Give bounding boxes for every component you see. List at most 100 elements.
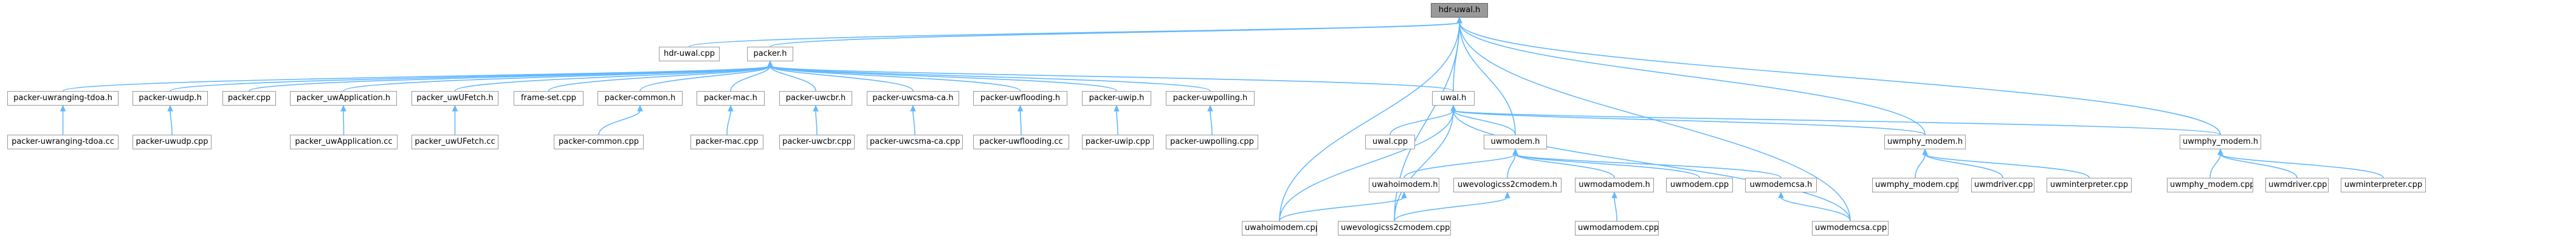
node-packer-uwufetch-cc[interactable]: packer_uwUFetch.cc <box>412 135 498 149</box>
edge-packer-h-to-packer-uwpolling-h <box>770 66 1211 92</box>
edge-uwmphy-modem-h-2-to-uwminterpreter-cpp-2 <box>2220 154 2384 178</box>
edge-arrowhead <box>1017 104 1024 112</box>
node-packer-uwapplication-h[interactable]: packer_uwApplication.h <box>290 91 397 106</box>
edge-uwmodamodem-h-to-uwmodamodem-cpp <box>1614 197 1617 222</box>
edge-hdr-uwal-h-to-packer-h <box>770 22 1460 47</box>
edge-uwmphy-modem-h-2-to-uwmphy-modem-cpp-2 <box>2209 154 2221 178</box>
edge-uwmodemcsa-h-to-uwmodemcsa-cpp <box>1780 197 1851 222</box>
node-frame-set-cpp[interactable]: frame-set.cpp <box>514 91 584 106</box>
node-packer-uwflooding-h[interactable]: packer-uwflooding.h <box>973 91 1067 106</box>
edge-arrowhead <box>1512 148 1518 155</box>
node-uwevologicss2cmodem-cpp[interactable]: uwevologicss2cmodem.cpp <box>1338 221 1451 235</box>
node-packer-uwpolling-h[interactable]: packer-uwpolling.h <box>1166 91 1255 106</box>
edge-packer-uwudp-h-to-packer-uwudp-cpp <box>170 110 173 135</box>
node-uwmphy-modem-cpp-1[interactable]: uwmphy_modem.cpp <box>1872 178 1958 192</box>
edge-uwal-h-to-uwmphy-modem-h-1 <box>1453 110 1926 135</box>
edge-packer-h-to-packer-uwapplication-h <box>343 66 771 92</box>
node-packer-uwflooding-cc[interactable]: packer-uwflooding.cc <box>973 135 1069 149</box>
edge-packer-common-h-to-packer-common-cpp <box>598 110 641 135</box>
node-hdr-uwal-cpp[interactable]: hdr-uwal.cpp <box>659 47 720 61</box>
edge-packer-h-to-packer-uwudp-h <box>170 66 771 92</box>
node-packer-uwranging-tdoa-cc[interactable]: packer-uwranging-tdoa.cc <box>7 135 119 149</box>
edge-arrowhead <box>1611 191 1617 198</box>
edge-arrowhead <box>1114 104 1120 112</box>
node-packer-common-h[interactable]: packer-common.h <box>598 91 683 106</box>
edge-arrowhead <box>1922 148 1928 155</box>
edge-hdr-uwal-h-to-uwmphy-modem-h-2 <box>1459 22 2221 135</box>
edge-packer-mac-h-to-packer-mac-cpp <box>726 110 731 135</box>
edge-arrowhead <box>767 60 773 67</box>
edge-packer-h-to-packer-uwflooding-h <box>770 66 1021 92</box>
node-uwmodamodem-cpp[interactable]: uwmodamodem.cpp <box>1575 221 1659 235</box>
edge-arrowhead <box>1456 16 1462 24</box>
edge-uwmodem-h-to-uwmodamodem-h <box>1515 154 1615 178</box>
node-packer-uwpolling-cpp[interactable]: packer-uwpolling.cpp <box>1166 135 1258 149</box>
node-packer-uwip-h[interactable]: packer-uwip.h <box>1082 91 1151 106</box>
edge-uwal-h-to-uwmodemcsa-cpp <box>1453 110 1851 222</box>
edge-packer-h-to-packer-uwranging-tdoa-h <box>62 66 771 92</box>
node-packer-uwcbr-h[interactable]: packer-uwcbr.h <box>779 91 852 106</box>
edge-arrowhead <box>60 104 66 112</box>
node-packer-mac-cpp[interactable]: packer-mac.cpp <box>690 135 763 149</box>
edge-arrowhead <box>813 104 819 112</box>
node-uwmphy-modem-h-1[interactable]: uwmphy_modem.h <box>1884 135 1966 149</box>
edge-packer-uwip-h-to-packer-uwip-cpp <box>1116 110 1118 135</box>
node-uwmodemcsa-cpp[interactable]: uwmodemcsa.cpp <box>1812 221 1889 235</box>
edge-uwmphy-modem-h-2-to-uwmdriver-cpp-2 <box>2220 154 2298 178</box>
edge-packer-h-to-packer-uwcbr-h <box>770 66 816 92</box>
node-packer-uwcsma-ca-cpp[interactable]: packer-uwcsma-ca.cpp <box>867 135 963 149</box>
node-uwmdriver-cpp-2[interactable]: uwmdriver.cpp <box>2265 178 2329 192</box>
node-uwevologicss2cmodem-h[interactable]: uwevologicss2cmodem.h <box>1453 178 1562 192</box>
edge-packer-h-to-packer-uwufetch-h <box>454 66 771 92</box>
node-packer-uwudp-cpp[interactable]: packer-uwudp.cpp <box>133 135 212 149</box>
edge-packer-h-to-packer-uwcsma-ca-h <box>770 66 914 92</box>
edge-arrowhead <box>728 104 734 112</box>
node-packer-uwudp-h[interactable]: packer-uwudp.h <box>133 91 208 106</box>
node-uwmphy-modem-h-2[interactable]: uwmphy_modem.h <box>2180 135 2261 149</box>
node-uwal-cpp[interactable]: uwal.cpp <box>1365 135 1415 149</box>
edge-packer-h-to-packer-common-h <box>639 66 771 92</box>
node-packer-h[interactable]: packer.h <box>747 47 793 61</box>
edge-packer-uwapplication-h-to-packer-uwapplication-cc <box>343 110 345 135</box>
node-packer-uwapplication-cc[interactable]: packer_uwApplication.cc <box>290 135 398 149</box>
node-packer-uwranging-tdoa-h[interactable]: packer-uwranging-tdoa.h <box>7 91 119 106</box>
node-uwminterpreter-cpp-1[interactable]: uwminterpreter.cpp <box>2047 178 2132 192</box>
node-packer-uwcbr-cpp[interactable]: packer-uwcbr.cpp <box>779 135 855 149</box>
edge-packer-h-to-frame-set-cpp <box>548 66 771 92</box>
edge-arrowhead <box>1778 191 1784 198</box>
node-packer-uwip-cpp[interactable]: packer-uwip.cpp <box>1082 135 1154 149</box>
node-uwmodem-h[interactable]: uwmodem.h <box>1484 135 1547 149</box>
node-uwmodemcsa-h[interactable]: uwmodemcsa.h <box>1745 178 1817 192</box>
node-uwminterpreter-cpp-2[interactable]: uwminterpreter.cpp <box>2341 178 2426 192</box>
node-uwal-h[interactable]: uwal.h <box>1432 91 1475 106</box>
node-uwmodamodem-h[interactable]: uwmodamodem.h <box>1575 178 1654 192</box>
edge-uwal-h-to-uwevologicss2cmodem-cpp <box>1394 110 1454 222</box>
edge-uwal-h-to-uwmphy-modem-h-2 <box>1453 110 2221 135</box>
node-hdr-uwal-h: hdr-uwal.h <box>1431 3 1488 18</box>
edge-packer-uwpolling-h-to-packer-uwpolling-cpp <box>1210 110 1213 135</box>
edge-packer-h-to-packer-mac-h <box>730 66 771 92</box>
edge-uwal-h-to-uwal-cpp <box>1390 110 1454 135</box>
node-uwahoimodem-h[interactable]: uwahoimodem.h <box>1369 178 1439 192</box>
edge-uwmphy-modem-h-1-to-uwminterpreter-cpp-1 <box>1924 154 2090 178</box>
node-packer-common-cpp[interactable]: packer-common.cpp <box>554 135 644 149</box>
edge-uwahoimodem-h-to-uwahoimodem-cpp <box>1279 197 1405 222</box>
edge-arrowhead <box>910 104 916 112</box>
node-uwmodem-cpp[interactable]: uwmodem.cpp <box>1666 178 1733 192</box>
node-packer-mac-h[interactable]: packer-mac.h <box>697 91 765 106</box>
node-uwmphy-modem-cpp-2[interactable]: uwmphy_modem.cpp <box>2167 178 2253 192</box>
edge-packer-uwcbr-h-to-packer-uwcbr-cpp <box>815 110 818 135</box>
node-uwahoimodem-cpp[interactable]: uwahoimodem.cpp <box>1242 221 1317 235</box>
edge-arrowhead <box>167 104 173 112</box>
edge-uwmodem-h-to-uwmodemcsa-h <box>1515 154 1782 178</box>
edge-arrowhead <box>2217 148 2223 155</box>
edge-arrowhead <box>340 104 346 112</box>
node-packer-cpp[interactable]: packer.cpp <box>222 91 276 106</box>
edge-hdr-uwal-h-to-uwmodem-h <box>1459 22 1516 135</box>
node-packer-uwufetch-h[interactable]: packer_uwUFetch.h <box>412 91 498 106</box>
node-packer-uwcsma-ca-h[interactable]: packer-uwcsma-ca.h <box>867 91 959 106</box>
node-uwmdriver-cpp-1[interactable]: uwmdriver.cpp <box>1971 178 2034 192</box>
edge-uwevologicss2cmodem-h-to-uwevologicss2cmodem-cpp <box>1394 197 1508 222</box>
edge-packer-uwcsma-ca-h-to-packer-uwcsma-ca-cpp <box>912 110 915 135</box>
